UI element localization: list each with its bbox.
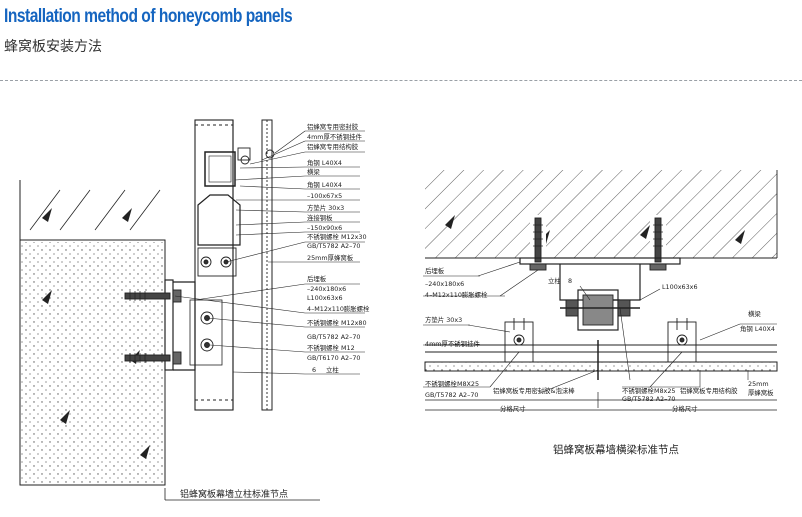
label-angle-2: 角钢 L40X4 bbox=[307, 180, 342, 189]
r-label-panel-thickness: 25mm bbox=[748, 380, 769, 388]
embed-plate bbox=[519, 257, 681, 265]
hangers bbox=[504, 318, 697, 363]
dashed-divider bbox=[0, 80, 802, 81]
r-label-hanger: 4mm厚不锈钢挂件 bbox=[425, 339, 480, 348]
r-label-grid-right: 分格尺寸 bbox=[672, 404, 698, 413]
label-plate-100: –100x67x5 bbox=[307, 192, 342, 200]
anchor-bolt-right bbox=[654, 217, 662, 263]
anchor-bolt-left bbox=[534, 217, 542, 263]
wall-hatching bbox=[29, 189, 161, 231]
r-label-anchor: 4–M12x110膨胀螺栓 bbox=[425, 290, 488, 299]
label-connector-plate: 连接钢板 bbox=[307, 213, 333, 222]
label-washer: 方垫片 30x3 bbox=[307, 203, 344, 212]
r-label-post-size: 8 bbox=[568, 277, 572, 285]
label-bolt-m12x80: 不锈钢螺栓 M12x80 bbox=[307, 318, 367, 327]
page-title-zh: 蜂窝板安装方法 bbox=[4, 39, 102, 55]
label-bolt-m12: 不锈钢螺栓 M12 bbox=[307, 343, 355, 352]
label-beam: 横梁 bbox=[307, 167, 320, 176]
r-label-bolt-left: 不锈钢螺栓M8X25 bbox=[425, 379, 479, 388]
r-label-washer: 方垫片 30x3 bbox=[425, 315, 462, 324]
label-plate-150: –150x90x6 bbox=[307, 224, 342, 232]
right-caption: 铝蜂窝板幕墙横梁标准节点 bbox=[553, 443, 679, 456]
r-label-post: 立柱 bbox=[548, 276, 561, 285]
mullion bbox=[194, 119, 234, 411]
left-labels: 铝蜂窝专用密封胶 4mm厚不锈钢挂件 铝蜂窝专用结构胶 角钢 L40X4 横梁 … bbox=[180, 122, 370, 500]
right-labels: 后埋板 –240x180x6 4–M12x110膨胀螺栓 立柱 8 L100x6… bbox=[425, 266, 775, 456]
label-column-size: 6 bbox=[312, 366, 316, 374]
left-caption: 铝蜂窝板幕墙立柱标准节点 bbox=[180, 488, 288, 500]
label-bolt-std-1: GB/T5782 A2–70 bbox=[307, 242, 360, 250]
label-nut-std: GB/T6170 A2–70 bbox=[307, 354, 360, 362]
r-label-angle: 角钢 L40X4 bbox=[740, 324, 775, 333]
r-label-grid-left: 分格尺寸 bbox=[500, 404, 526, 413]
label-column: 立柱 bbox=[326, 365, 339, 374]
honeycomb-panel-right bbox=[424, 361, 778, 372]
label-embed-plate: 后埋板 bbox=[307, 274, 327, 283]
right-leaders bbox=[467, 261, 749, 394]
page-title-en: Installation method of honeycomb panels bbox=[4, 6, 293, 27]
label-anchor: 4–M12x110膨胀螺栓 bbox=[307, 304, 370, 313]
label-angle-1: 角钢 L40X4 bbox=[307, 158, 342, 167]
left-diagram bbox=[19, 119, 365, 501]
label-embed-size: –240x180x6 bbox=[307, 285, 346, 293]
label-bolt-std-2: GB/T5782 A2–70 bbox=[307, 333, 360, 341]
label-structural-glue: 铝蜂窝专用结构胶 bbox=[307, 142, 359, 151]
r-label-structural-glue: 铝蜂窝板专用结构胶 bbox=[680, 386, 738, 395]
left-leaders bbox=[174, 130, 306, 375]
r-label-bolt-right-std: GB/T5782 A2–70 bbox=[622, 395, 675, 403]
right-diagram bbox=[423, 170, 778, 411]
label-hanger: 4mm厚不锈钢挂件 bbox=[307, 132, 362, 141]
r-label-embed: 后埋板 bbox=[425, 266, 445, 275]
r-label-sealant: 铝蜂窝板专用密封胶&泡沫棒 bbox=[493, 386, 575, 395]
r-label-beam: 横梁 bbox=[748, 309, 761, 318]
r-label-embed-size: –240x180x6 bbox=[425, 280, 464, 288]
concrete-slab bbox=[425, 170, 777, 258]
label-bolt-m12x30: 不锈钢螺栓 M12x30 bbox=[307, 232, 367, 241]
r-label-panel-name: 厚蜂窝板 bbox=[748, 388, 774, 397]
r-label-bolt-right: 不锈钢螺栓M8x25 bbox=[622, 386, 675, 395]
r-label-angle-big: L100x63x6 bbox=[662, 283, 698, 291]
label-angle-big: L100x63x6 bbox=[307, 294, 343, 302]
r-label-bolt-left-std: GB/T5782 A2–70 bbox=[425, 391, 478, 399]
label-panel: 25mm厚蜂窝板 bbox=[307, 253, 354, 262]
label-sealant: 铝蜂窝专用密封胶 bbox=[307, 122, 359, 131]
